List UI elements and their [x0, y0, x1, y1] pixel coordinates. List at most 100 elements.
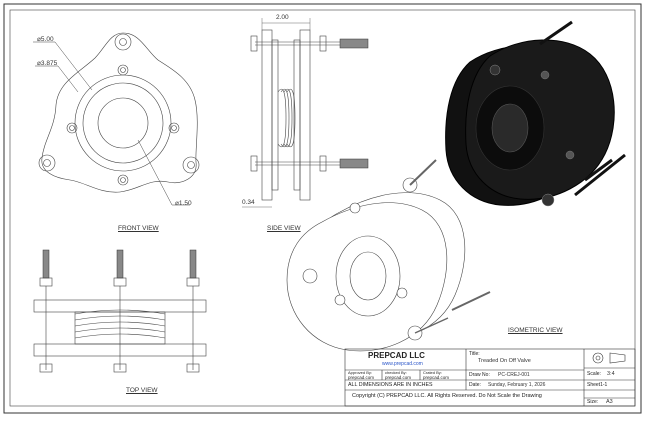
side-flange-left: [261, 29, 273, 201]
thread-bottom: [339, 158, 369, 169]
iso-white-stud-1: [409, 159, 437, 186]
lug-right: [182, 156, 200, 174]
draw-no-value: PC-CREJ-001: [498, 372, 530, 378]
bolt-hole-2-inner: [69, 125, 75, 131]
bolt-hole-1-inner: [120, 67, 126, 73]
front-flange-outline: [41, 32, 198, 193]
top-nut-4: [39, 363, 53, 373]
iso-white-hole-1: [349, 202, 361, 214]
bolt-hole-1: [117, 64, 129, 76]
isometric-view-solid: [445, 20, 626, 207]
date-label: Date:: [469, 382, 481, 388]
leader-3875b: [57, 65, 79, 93]
dim-diameter-500: ⌀5.00: [37, 36, 54, 43]
iso-white-hole-2: [396, 287, 408, 299]
isometric-view-white: [286, 159, 491, 352]
title-block-frame: [344, 348, 636, 407]
iso-white-hole-3: [334, 294, 346, 306]
lug-left-hole: [43, 159, 51, 167]
leader-150b: [137, 139, 173, 206]
lug-top: [114, 33, 132, 51]
sheet-value: Sheet1-1: [587, 382, 608, 388]
top-view: [33, 249, 207, 373]
top-nut-1: [39, 277, 53, 287]
leader-500b: [54, 41, 93, 91]
copyright-note: Copyright (C) PREPCAD LLC. All Rights Re…: [352, 393, 542, 399]
iso-solid-bore: [491, 103, 529, 153]
top-nut-6: [186, 363, 200, 373]
nut-4: [319, 155, 327, 172]
company-name: PREPCAD LLC: [368, 351, 425, 360]
nut-3: [250, 155, 258, 172]
top-bellows-envelope: [74, 311, 166, 345]
iso-solid-stud-1: [539, 20, 573, 46]
top-stud-2: [116, 249, 124, 279]
scale-value: 3:4: [607, 371, 615, 377]
thread-top: [339, 38, 369, 49]
iso-solid-stud-2: [574, 153, 626, 197]
scale-label: Scale:: [587, 371, 601, 377]
isometric-view-label: ISOMETRIC VIEW: [508, 327, 563, 334]
dim-width-200: 2.00: [276, 14, 289, 21]
nut-2: [319, 35, 327, 52]
bellow-4: [286, 88, 296, 148]
top-nut-2: [113, 277, 127, 287]
date-value: Sunday, February 1, 2026: [488, 382, 546, 388]
bellow-2: [280, 88, 290, 148]
dim-diameter-150: ⌀1.50: [175, 200, 192, 207]
projection-symbol-inner: [595, 355, 601, 361]
lug-top-hole: [119, 38, 127, 46]
drawing-title: Treaded On Off Valve: [478, 358, 531, 364]
projection-symbol-circle: [592, 352, 604, 364]
front-ring-outer: [74, 74, 172, 172]
bolt-hole-3: [168, 122, 180, 134]
draw-no-label: Draw No:: [469, 372, 490, 378]
top-stud-3: [189, 249, 197, 279]
size-value: A3: [606, 399, 613, 405]
dim-thickness-034: 0.34: [242, 199, 255, 206]
dim-diameter-3875: ⌀3.875: [37, 60, 58, 67]
iso-white-lug-1: [302, 268, 318, 284]
iso-solid-hole-2: [565, 150, 575, 160]
top-bellows: [74, 309, 166, 339]
lug-right-hole: [187, 161, 195, 169]
title-block: [344, 348, 636, 407]
bolt-hole-4: [117, 174, 129, 186]
size-label: Size:: [587, 399, 599, 405]
checked-by-value: prepcad.com: [385, 375, 412, 380]
front-bore: [97, 97, 149, 149]
iso-solid-lug-1: [489, 64, 501, 76]
approved-by-value: prepcad.com: [348, 375, 375, 380]
crated-by-label: Crated By:: [423, 370, 442, 375]
iso-white-bore: [349, 251, 387, 301]
top-nut-5: [113, 363, 127, 373]
top-view-label: TOP VIEW: [126, 387, 158, 394]
front-view: [33, 32, 200, 206]
units-note: ALL DIMENSIONS ARE IN INCHES: [348, 382, 433, 388]
checked-by-label: checked By:: [385, 370, 407, 375]
iso-white-rod: [414, 317, 449, 334]
iso-solid-lug-2: [541, 193, 555, 207]
bellow-1: [277, 88, 287, 148]
bolt-hole-4-inner: [120, 177, 126, 183]
company-website[interactable]: www.prepcad.com: [382, 361, 423, 367]
lug-left: [38, 154, 56, 172]
iso-solid-stud-3: [584, 158, 613, 182]
side-flange-right: [299, 29, 311, 201]
nut-1: [250, 35, 258, 52]
approved-by-label: Approved By:: [348, 370, 373, 375]
front-view-label: FRONT VIEW: [118, 225, 159, 232]
iso-white-stud-2: [451, 291, 491, 311]
projection-symbol-cone: [609, 352, 626, 364]
bellow-3: [283, 88, 293, 148]
title-label: Title:: [469, 351, 480, 357]
top-stud-1: [42, 249, 50, 279]
side-view: [242, 18, 369, 208]
top-nut-3: [186, 277, 200, 287]
front-ring-mid: [82, 82, 164, 164]
bolt-hole-2: [66, 122, 78, 134]
outer-border: [3, 3, 642, 414]
side-view-label: SIDE VIEW: [267, 225, 301, 232]
